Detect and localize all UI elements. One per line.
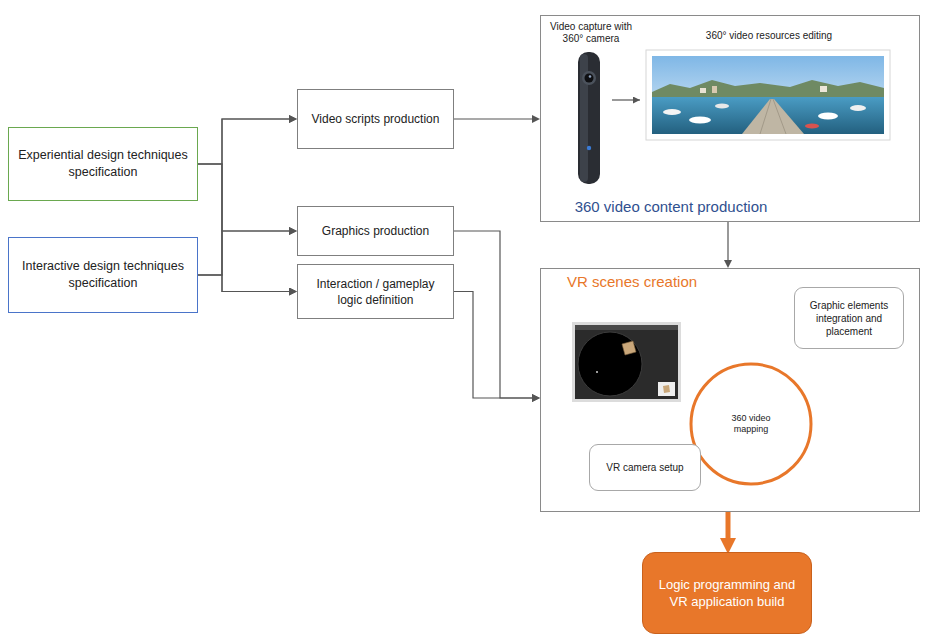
- box-label: 360° video resources editing: [699, 30, 839, 42]
- box-label: Graphics production: [304, 223, 447, 239]
- task-box: VR camera setup: [589, 444, 701, 491]
- box-label: Experiential design techniques specifica…: [15, 147, 191, 181]
- box-label: Interactive design techniques specificat…: [15, 258, 191, 292]
- panel-label: Video capture with 360° camera: [541, 21, 641, 45]
- process-arrow: [612, 99, 640, 100]
- process-box: Interaction / gameplay logic definition: [297, 264, 454, 319]
- circle-outline: [691, 364, 811, 484]
- camera-illustration: [578, 52, 600, 184]
- box-label: Interaction / gameplay logic definition: [304, 276, 447, 308]
- panorama-illustration: [646, 50, 890, 140]
- flow-connector: [198, 164, 289, 231]
- stage-panel: Video capture with 360° camera 360° video…: [540, 15, 920, 222]
- flow-connector: [198, 164, 289, 292]
- box-label: 360 video content production: [551, 198, 791, 216]
- flow-connector: [198, 119, 289, 164]
- box-label: VR camera setup: [596, 461, 694, 474]
- process-box: Graphics production: [297, 206, 454, 256]
- box-label: Logic programming and VR application bui…: [649, 576, 805, 610]
- box-label: Video scripts production: [304, 111, 447, 127]
- task-circle: 360 video mapping: [689, 362, 813, 486]
- output-arrow: [726, 512, 731, 538]
- panel-label: VR scenes creation: [567, 273, 697, 291]
- flow-connector: [454, 118, 532, 119]
- output-box: Logic programming and VR application bui…: [642, 552, 812, 634]
- process-box: Experiential design techniques specifica…: [8, 127, 198, 201]
- flow-connector: [198, 231, 289, 275]
- task-box: Graphic elements integration and placeme…: [794, 287, 904, 349]
- editor-screenshot: [572, 322, 681, 402]
- box-label: Graphic elements integration and placeme…: [801, 299, 897, 338]
- box-label: 360 video mapping: [721, 413, 781, 435]
- flow-connector: [454, 292, 532, 399]
- flow-connector: [198, 119, 289, 275]
- flow-connector: [198, 275, 289, 292]
- process-box: Interactive design techniques specificat…: [8, 237, 198, 313]
- process-box: Video scripts production: [297, 89, 454, 149]
- flow-connector: [727, 222, 728, 260]
- flow-connector: [454, 231, 532, 398]
- stage-panel: VR scenes creationGraphic elements integ…: [540, 268, 920, 512]
